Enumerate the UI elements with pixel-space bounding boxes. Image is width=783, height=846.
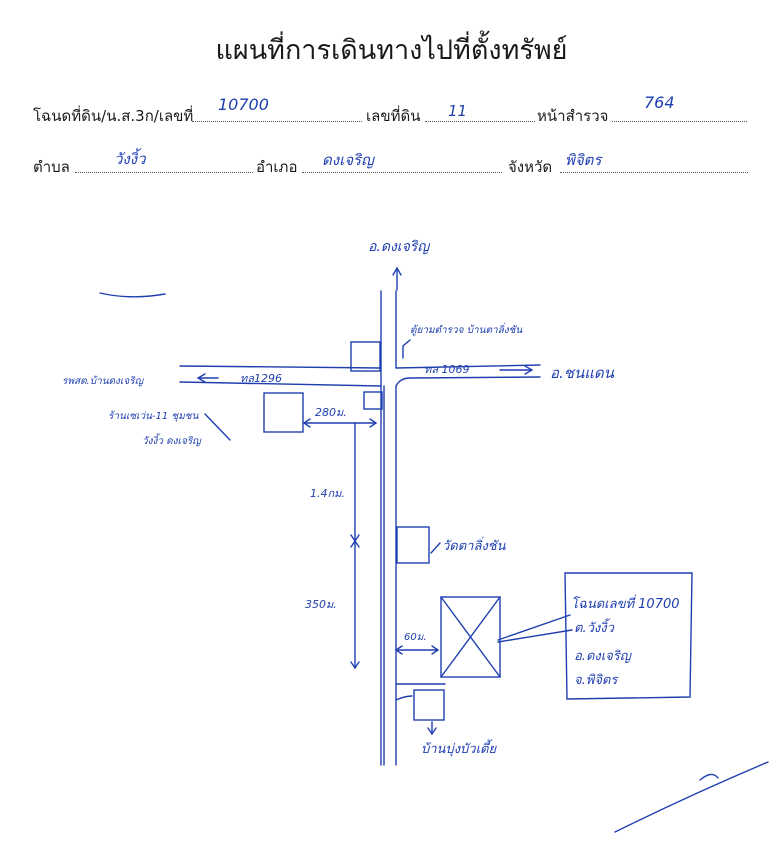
east-road-bottom bbox=[395, 376, 541, 387]
district-label: อำเภอ bbox=[256, 158, 298, 176]
seven-eleven-label-1: ร้านเซเว่น-11 ชุมชน bbox=[108, 411, 199, 422]
temple-square bbox=[396, 526, 430, 564]
dist-60-arrow-right bbox=[431, 645, 440, 655]
east-arrow-head bbox=[524, 365, 534, 375]
west-arrow-head bbox=[196, 373, 206, 383]
land-no-value: 11 bbox=[448, 102, 468, 120]
survey-page-dotted-line bbox=[612, 121, 747, 122]
distance-280-label: 280ม. bbox=[315, 406, 347, 419]
survey-page-label: หน้าสำรวจ bbox=[537, 107, 609, 125]
pen-mark bbox=[99, 292, 166, 298]
temple-pointer bbox=[430, 542, 441, 554]
deed-box-line-4: จ.พิจิตร bbox=[574, 673, 618, 688]
deed-box-line-2: ต.วังงิ้ว bbox=[574, 621, 614, 636]
south-place-label: บ้านบุ่งบัวเตี้ย bbox=[421, 742, 497, 757]
deed-box-line-3: อ.ดงเจริญ bbox=[574, 649, 631, 664]
property-square bbox=[440, 596, 501, 678]
small-square bbox=[363, 391, 383, 410]
distance-350-label: 350ม. bbox=[305, 598, 337, 611]
deed-info-box bbox=[564, 572, 693, 700]
subdistrict-dotted-line bbox=[75, 172, 253, 173]
west-road-bottom bbox=[179, 381, 382, 387]
west-road-top bbox=[179, 365, 382, 369]
distance-60-label: 60ม. bbox=[404, 632, 427, 643]
east-road-label: ทล 1069 bbox=[424, 363, 470, 376]
subdistrict-value: วังงิ้ว bbox=[114, 150, 146, 168]
seven-eleven-square bbox=[263, 392, 304, 433]
south-arrow-head bbox=[427, 727, 437, 736]
province-dotted-line bbox=[560, 172, 748, 173]
police-box-label: ตู้ยามตำรวจ บ้านตาลิ่งชัน bbox=[410, 325, 523, 336]
dist-280-arrow-left bbox=[302, 418, 311, 428]
dist-350-arrow-bottom bbox=[350, 661, 360, 670]
police-box-square bbox=[350, 341, 381, 372]
seven-eleven-pointer bbox=[204, 413, 231, 441]
district-dotted-line bbox=[302, 172, 502, 173]
deed-box-line-1: โฉนดเลขที่ 10700 bbox=[571, 597, 680, 612]
south-road-curve bbox=[395, 695, 413, 701]
dist-280-arrow-right bbox=[369, 418, 378, 428]
north-destination-label: อ.ดงเจริญ bbox=[368, 239, 430, 255]
east-road-top bbox=[395, 364, 541, 369]
seven-eleven-label-2: วังงิ้ว ดงเจริญ bbox=[142, 436, 201, 447]
property-cross-2 bbox=[440, 596, 501, 678]
east-destination-label: อ.ชนแดน bbox=[550, 364, 614, 382]
temple-label: วัดตาลิ่งชัน bbox=[442, 539, 506, 554]
signature-stroke bbox=[699, 773, 719, 781]
deed-label: โฉนดที่ดิน/น.ส.3ก/เลขที่ bbox=[33, 107, 194, 125]
deed-value: 10700 bbox=[218, 95, 269, 114]
west-road-label: ทล1296 bbox=[240, 372, 282, 385]
subdistrict-label: ตำบล bbox=[33, 158, 70, 176]
distance-1-4-label: 1.4กม. bbox=[310, 487, 345, 500]
province-value: พิจิตร bbox=[565, 151, 602, 169]
south-house-square bbox=[413, 689, 445, 721]
west-destination-label: รพสต.บ้านดงเจริญ bbox=[62, 376, 144, 387]
land-no-label: เลขที่ดิน bbox=[366, 107, 421, 125]
police-box-pointer bbox=[402, 339, 411, 359]
land-no-dotted-line bbox=[425, 121, 535, 122]
survey-page-value: 764 bbox=[644, 93, 675, 112]
deed-dotted-line bbox=[192, 121, 362, 122]
page-title: แผนที่การเดินทางไปที่ตั้งทรัพย์ bbox=[215, 35, 568, 66]
deed-pointer-1 bbox=[497, 614, 571, 641]
north-arrow-head bbox=[392, 266, 402, 276]
province-label: จังหวัด bbox=[508, 158, 553, 176]
signature-stroke bbox=[614, 761, 769, 833]
dist-60-arrow-left bbox=[394, 645, 403, 655]
district-value: ดงเจริญ bbox=[322, 151, 374, 169]
deed-pointer-2 bbox=[497, 629, 573, 643]
